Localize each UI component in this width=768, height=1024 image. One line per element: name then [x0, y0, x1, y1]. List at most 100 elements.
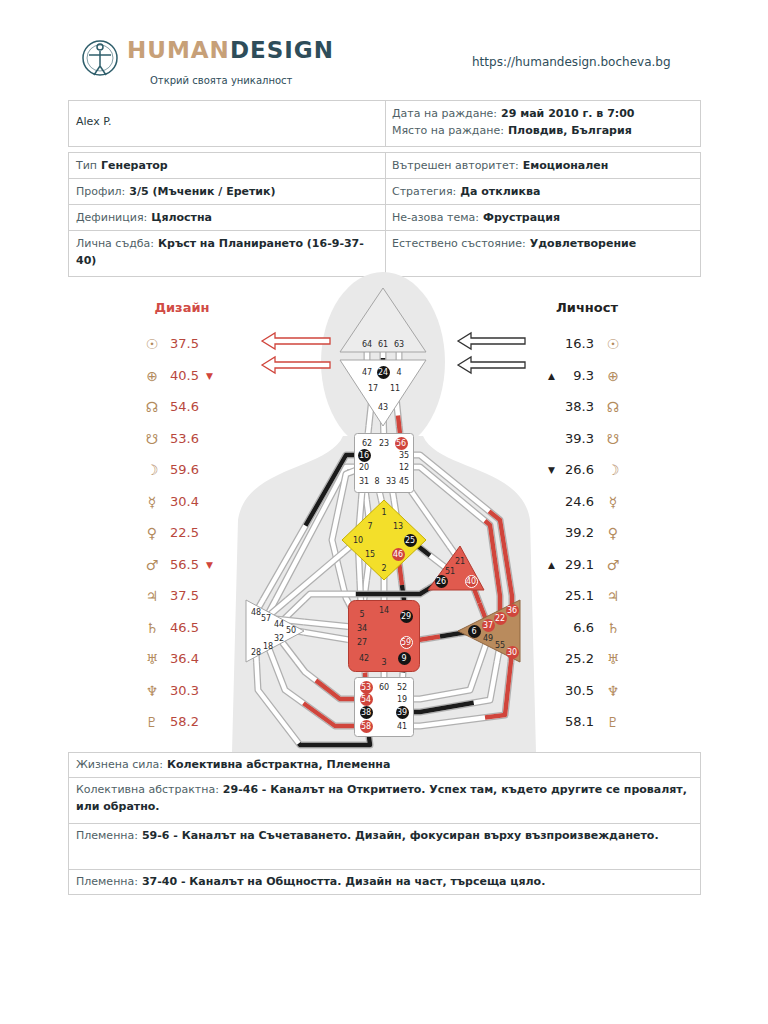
text-cell: Естествено състояние:Удовлетворение [392, 235, 692, 252]
planet-value: 30.3 [170, 682, 199, 700]
planet-symbol: ☉ [607, 335, 620, 353]
gate-number: 3 [378, 656, 391, 669]
gate-number: 2 [378, 562, 391, 575]
table-border [69, 753, 701, 895]
planet-symbol: ☉ [146, 335, 159, 353]
gate-number: 6 [468, 625, 481, 638]
planet-symbol: ♆ [607, 682, 620, 700]
gate-number: 59 [400, 636, 413, 649]
planet-symbol: ♇ [146, 713, 159, 731]
gate-number: 4 [393, 366, 406, 379]
table-rule [68, 869, 700, 870]
field-label: Лична съдба: [76, 237, 154, 250]
text-line: Личност [542, 299, 632, 317]
field-value: Емоционален [523, 159, 609, 172]
text-cell: Профил:3/5 (Мъченик / Еретик) [76, 183, 376, 200]
field-label: Племенна: [76, 829, 138, 842]
gate-number: 39 [396, 706, 409, 719]
change-marker: ▲ [548, 367, 555, 385]
gate-number: 44 [273, 618, 286, 631]
field-value: Фрустрация [483, 211, 560, 224]
planet-value: 59.6 [170, 461, 199, 479]
planet-symbol: ☿ [609, 493, 618, 511]
planet-symbol: ♄ [607, 619, 620, 637]
silhouette-head [321, 272, 445, 452]
energy-center: 514293427594239 [348, 600, 420, 672]
planet-symbol: ⊕ [146, 367, 158, 385]
gate-number: 35 [398, 449, 411, 462]
planet-value: 56.5 [170, 556, 199, 574]
table-rule [68, 230, 700, 231]
energy-center: 536052541938395841 [354, 677, 414, 737]
gate-number: 46 [392, 548, 405, 561]
planet-value: 53.6 [170, 430, 199, 448]
gate-number: 52 [396, 681, 409, 694]
text-cell: Открий своята уникалност [150, 72, 390, 89]
gate-number: 37 [482, 619, 495, 632]
table-rule [385, 100, 386, 146]
planet-symbol: ☿ [148, 493, 157, 511]
energy-center: 1713102515462 [342, 500, 426, 580]
table-rule [68, 823, 700, 824]
gate-number: 55 [494, 639, 507, 652]
gate-number: 43 [377, 401, 390, 414]
table-rule [68, 204, 700, 205]
planet-value: 22.5 [170, 524, 199, 542]
planet-symbol: ☊ [607, 398, 619, 416]
gate-number: 14 [378, 604, 391, 617]
field-value: Генератор [101, 159, 168, 172]
planet-value: 24.6 [565, 493, 594, 511]
text-cell: Вътрешен авторитет:Емоционален [392, 157, 692, 174]
gate-number: 28 [250, 646, 263, 659]
table-rule [385, 152, 386, 276]
variable-arrow [458, 333, 525, 349]
planet-value: 58.1 [565, 713, 594, 731]
gate-number: 21 [454, 555, 467, 568]
center-outline [342, 500, 426, 580]
gate-number: 30 [506, 646, 519, 659]
gate-number: 18 [262, 640, 275, 653]
planet-value: 25.2 [565, 650, 594, 668]
planet-value: 16.3 [565, 335, 594, 353]
change-marker: ▼ [548, 461, 555, 479]
text-cell: Стратегия:Да откликва [392, 183, 692, 200]
logo-text: HUMAN [127, 37, 230, 63]
field-label: Профил: [76, 185, 125, 198]
logo-icon [83, 41, 117, 75]
gate-number: 48 [250, 606, 263, 619]
gate-number: 53 [360, 681, 373, 694]
logo-figure [89, 51, 111, 75]
text-cell: https://humandesign.bocheva.bg [472, 54, 742, 71]
text-line: Alex P. [76, 113, 376, 130]
gate-number: 42 [358, 652, 371, 665]
text-line: Племенна:59-6 - Каналът на Съчетаването.… [76, 827, 692, 844]
channel-line [274, 662, 354, 726]
change-marker: ▼ [206, 367, 213, 385]
field-label: Дефиниция: [76, 211, 147, 224]
gate-number: 63 [393, 338, 406, 351]
field-value: Да откликва [460, 185, 540, 198]
planet-symbol: ☋ [607, 430, 619, 448]
gate-number: 23 [378, 437, 391, 450]
text-cell: HUMANDESIGN [127, 36, 427, 69]
channel-activation [404, 455, 512, 610]
text-cell: Племенна:37-40 - Каналът на Общността. Д… [76, 873, 692, 890]
text-line: Място на раждане:Пловдив, България [392, 122, 692, 139]
text-cell: Дефиниция:Цялостна [76, 209, 376, 226]
text-line: Профил:3/5 (Мъченик / Еретик) [76, 183, 376, 200]
planet-value: 54.6 [170, 398, 199, 416]
planet-symbol: ♇ [607, 713, 620, 731]
field-value: 37-40 - Каналът на Общността. Дизайн на … [142, 875, 545, 888]
body-silhouette [232, 272, 536, 752]
text-line: HUMANDESIGN [127, 36, 427, 69]
text-line: Естествено състояние:Удовлетворение [392, 235, 692, 252]
table-border [69, 153, 701, 277]
planet-symbol: ♂ [607, 556, 620, 574]
gate-number: 49 [482, 632, 495, 645]
field-value: Пловдив, България [508, 124, 632, 137]
center-outline [340, 360, 426, 426]
planet-symbol: ♆ [146, 682, 159, 700]
planet-value: 30.4 [170, 493, 199, 511]
planet-value: 30.5 [565, 682, 594, 700]
planet-symbol: ♀ [608, 524, 618, 542]
